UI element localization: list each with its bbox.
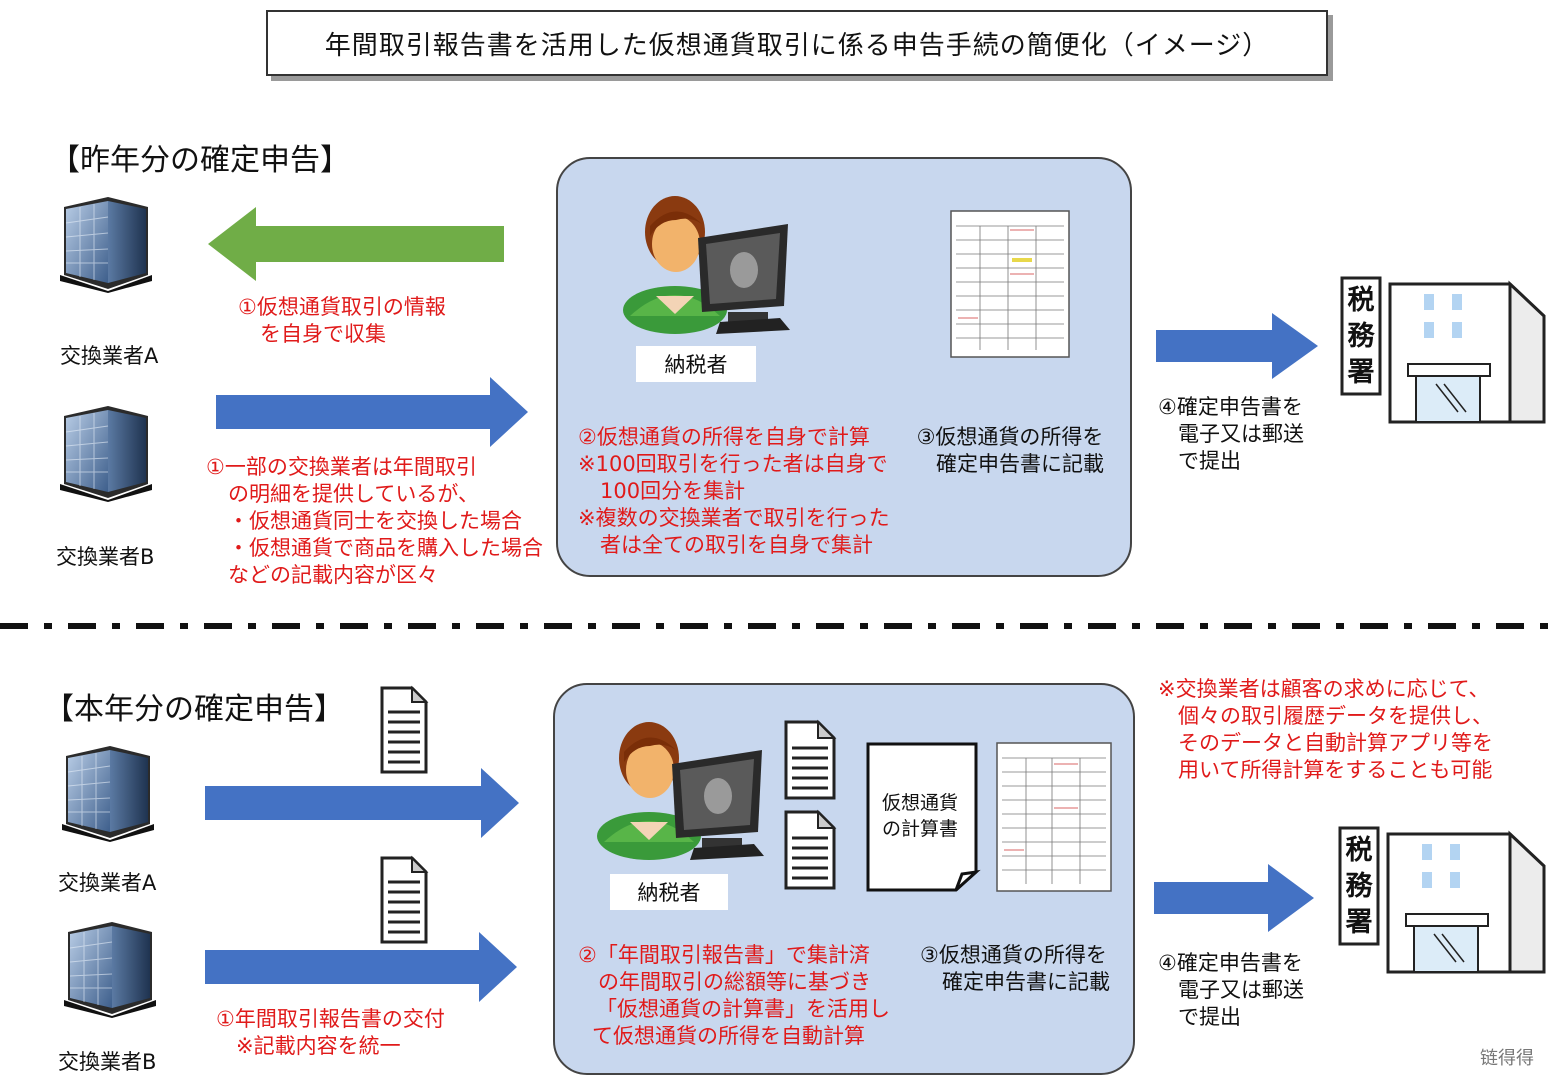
diagram-title: 年間取引報告書を活用した仮想通貨取引に係る申告手続の簡便化（イメージ） (266, 10, 1328, 76)
arrow-icon (205, 768, 519, 838)
step4-submit-text: ④確定申告書を 電子又は郵送 で提出 (1158, 395, 1304, 473)
section-heading-this-year: 【本年分の確定申告】 (44, 692, 344, 727)
watermark: 链得得 (1480, 1048, 1534, 1069)
step2-autocalc-text: ②「年間取引報告書」で集計済 の年間取引の総額等に基づき 「仮想通貨の計算書」を… (578, 943, 890, 1048)
tax-office-icon (1338, 826, 1546, 974)
arrow-icon (205, 932, 517, 1002)
building-icon (60, 406, 152, 502)
section-divider (0, 623, 1562, 629)
person-computer-icon (597, 722, 764, 860)
exchange-note-text: ※交換業者は顧客の求めに応じて、 個々の取引履歴データを提供し、 そのデータと自… (1158, 677, 1493, 782)
document-icon (784, 809, 837, 890)
building-icon (64, 922, 156, 1018)
building-icon (60, 197, 152, 293)
tax-office-sign: 税 務 署 (1347, 285, 1375, 388)
step2-calc-text: ②仮想通貨の所得を自身で計算 ※100回取引を行った者は自身で 100回分を集計… (578, 425, 890, 557)
document-icon (380, 685, 429, 774)
section-heading-last-year: 【昨年分の確定申告】 (50, 143, 350, 178)
tax-office-icon (1340, 276, 1546, 424)
calc-document-icon (866, 742, 981, 892)
taxpayer-label: 納税者 (636, 346, 756, 382)
exchange-b-label: 交換業者B (58, 1050, 157, 1074)
exchange-b-label: 交換業者B (56, 545, 155, 569)
person-computer-icon (623, 196, 790, 334)
taxpayer-label: 納税者 (610, 874, 728, 910)
document-icon (380, 855, 429, 944)
step4-submit-text: ④確定申告書を 電子又は郵送 で提出 (1158, 951, 1304, 1029)
step1-partial-text: ①一部の交換業者は年間取引 の明細を提供しているが、 ・仮想通貨同士を交換した場… (206, 455, 543, 587)
calc-document-label: 仮想通貨 の計算書 (881, 792, 958, 840)
tax-form-icon (950, 210, 1070, 358)
tax-office-sign: 税 務 署 (1345, 835, 1373, 938)
arrow-icon (208, 207, 504, 281)
arrow-icon (1154, 864, 1314, 932)
step1-report-text: ①年間取引報告書の交付 ※記載内容を統一 (216, 1007, 445, 1058)
tax-form-icon (996, 742, 1112, 892)
exchange-a-label: 交換業者A (58, 871, 157, 895)
exchange-a-label: 交換業者A (60, 344, 159, 368)
building-icon (62, 746, 154, 842)
document-icon (784, 719, 837, 800)
step3-record-text: ③仮想通貨の所得を 確定申告書に記載 (920, 943, 1110, 994)
step1-collect-text: ①仮想通貨取引の情報 を自身で収集 (238, 295, 446, 346)
arrow-icon (1156, 313, 1318, 379)
step3-record-text: ③仮想通貨の所得を 確定申告書に記載 (916, 425, 1104, 476)
arrow-icon (216, 377, 528, 447)
